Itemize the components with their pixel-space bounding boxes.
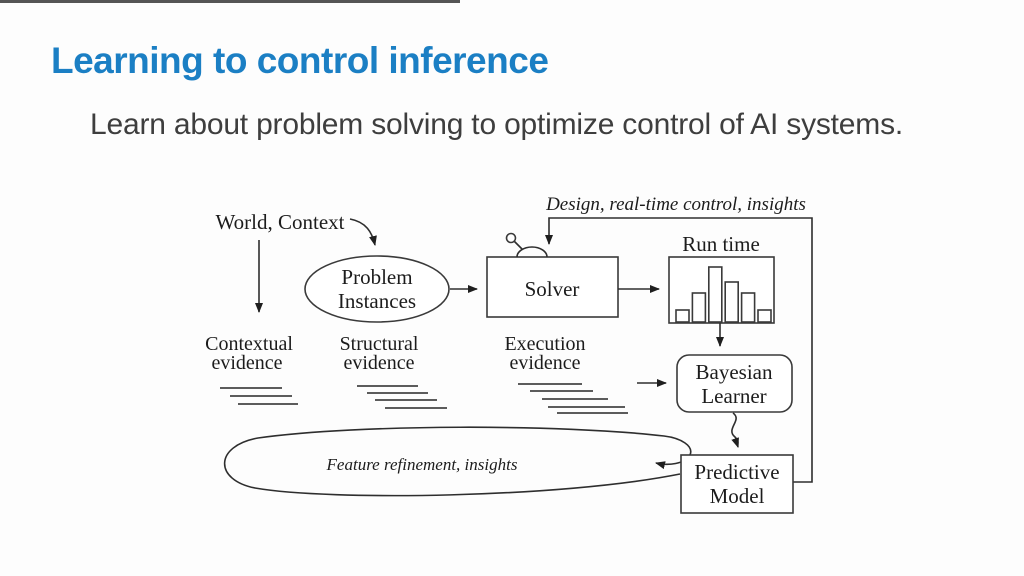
slide-subtitle: Learn about problem solving to optimize … <box>90 108 904 141</box>
contextual-evidence-lines <box>220 387 298 405</box>
execution-evidence-label-2: evidence <box>509 352 580 374</box>
design-loop-label: Design, real-time control, insights <box>545 194 806 215</box>
runtime-bar <box>707 266 723 323</box>
page-title: Learning to control inference <box>51 40 549 81</box>
solver-label: Solver <box>525 277 580 301</box>
design-feedback-line <box>545 217 813 483</box>
world-context-to-problem-arrow <box>349 218 377 246</box>
runtime-bar <box>675 309 690 323</box>
execution-evidence-lines <box>518 383 628 414</box>
world-context-label: World, Context <box>216 210 345 234</box>
problem-instances-label-1: Problem <box>341 265 412 289</box>
bayesian-learner-label-2: Learner <box>701 384 766 408</box>
control-knob-icon <box>513 240 548 258</box>
predictive-model-label-1: Predictive <box>694 460 779 484</box>
bayesian-learner-label-1: Bayesian <box>696 360 773 384</box>
run-time-label: Run time <box>682 232 760 256</box>
contextual-evidence-label-1: Contextual <box>205 333 293 355</box>
problem-instances-node <box>304 255 450 323</box>
feature-loop-arrow <box>223 426 692 497</box>
video-letterbox-artifact <box>0 0 460 3</box>
runtime-bar <box>691 292 707 323</box>
predictive-model-label-2: Model <box>710 484 765 508</box>
bayesian-learner-node <box>676 354 793 413</box>
contextual-evidence-label-2: evidence <box>211 352 282 374</box>
predictive-model-node <box>680 454 794 514</box>
runtime-bar <box>740 292 756 323</box>
bayesian-to-predictive-wavy-arrow <box>731 412 739 448</box>
solver-node <box>486 256 619 318</box>
execution-evidence-label-1: Execution <box>504 333 585 355</box>
runtime-bars <box>675 266 772 323</box>
runtime-bar <box>724 281 740 323</box>
structural-evidence-label-1: Structural <box>340 333 419 355</box>
control-knob-tip-icon <box>505 232 517 244</box>
feature-loop-label: Feature refinement, insights <box>326 455 518 474</box>
problem-instances-label-2: Instances <box>338 289 416 313</box>
runtime-bar <box>757 309 772 323</box>
structural-evidence-lines <box>357 385 447 409</box>
structural-evidence-label-2: evidence <box>343 352 414 374</box>
